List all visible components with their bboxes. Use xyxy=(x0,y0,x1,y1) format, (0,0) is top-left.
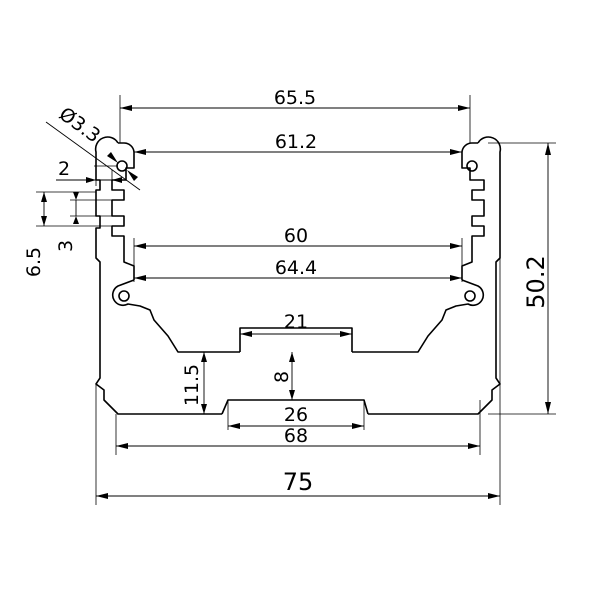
profile-left-inner-wall xyxy=(111,142,135,280)
dim-top-outer-width: 65.5 xyxy=(120,87,470,111)
dim-bottom-flat: 26 xyxy=(228,404,364,429)
dim-label-overall-height: 50.2 xyxy=(522,255,550,308)
dim-step-height: 11.5 xyxy=(181,352,207,414)
profile-left-groove xyxy=(111,279,240,353)
dim-label-top-inner-width: 61.2 xyxy=(275,131,317,153)
dim-label-step-height: 11.5 xyxy=(181,364,203,406)
profile-outline xyxy=(94,136,502,415)
dim-label-inner-flat: 21 xyxy=(284,311,308,333)
dim-inner-width: 60 xyxy=(134,225,462,249)
dim-inner-flat: 21 xyxy=(240,311,352,337)
dim-label-overall-width: 75 xyxy=(283,468,314,496)
dim-gap: 8 xyxy=(271,352,295,400)
dim-top-inner-width: 61.2 xyxy=(134,131,462,155)
dim-label-top-outer-width: 65.5 xyxy=(274,87,316,109)
dim-label-slot-height: 6.5 xyxy=(23,247,45,277)
profile-right-outer-wall xyxy=(368,136,502,415)
profile-center-pad xyxy=(239,327,353,352)
dim-label-slot-opening: 3 xyxy=(55,240,77,252)
right-groove-circle xyxy=(464,290,476,302)
extension-lines xyxy=(36,95,556,505)
dim-label-bottom-flat: 26 xyxy=(284,404,308,426)
profile-right-inner-wall xyxy=(461,142,485,280)
dim-overall-height: 50.2 xyxy=(522,143,551,414)
dim-label-hole-diameter: Ø3.3 xyxy=(55,103,104,147)
profile-right-groove xyxy=(352,279,485,353)
dim-groove-span: 64.4 xyxy=(134,257,462,281)
profile-left-outer-wall xyxy=(94,136,222,415)
dim-overall-width: 75 xyxy=(96,468,500,499)
right-hook-circle xyxy=(466,160,478,172)
dim-label-gap: 8 xyxy=(271,371,293,383)
left-hook-circle xyxy=(116,160,128,172)
dim-slot-height: 6.5 xyxy=(23,192,47,277)
dim-bottom-width: 68 xyxy=(116,425,480,449)
left-groove-circle xyxy=(118,290,130,302)
dim-label-bottom-width: 68 xyxy=(284,425,308,447)
dim-label-slot-width: 2 xyxy=(58,158,70,180)
profile-bottom-pad xyxy=(221,399,369,415)
dim-slot-opening: 3 xyxy=(55,192,79,252)
dim-label-inner-width: 60 xyxy=(284,225,308,247)
dim-slot-width: 2 xyxy=(56,158,122,186)
dim-label-groove-span: 64.4 xyxy=(275,257,317,279)
